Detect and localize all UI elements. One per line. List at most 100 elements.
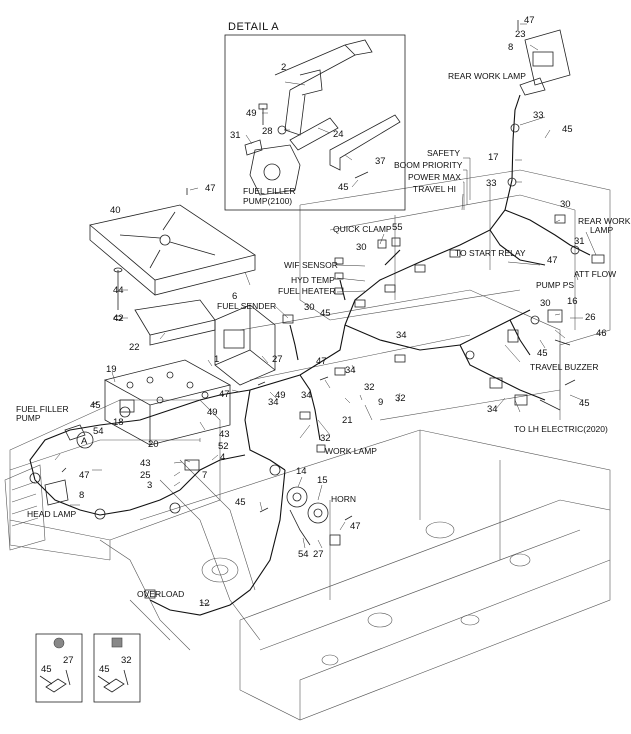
legend-part-45: 45	[41, 664, 52, 675]
part-45: 45	[579, 398, 590, 409]
detail-a-title: DETAIL A	[228, 21, 279, 33]
part-45: 45	[90, 400, 101, 411]
part-47: 47	[316, 356, 327, 367]
att-flow-label: ATT FLOW	[574, 269, 616, 279]
part-55: 55	[392, 222, 403, 233]
battery-pack	[103, 359, 232, 446]
part-47: 47	[205, 183, 216, 194]
to-start-relay-label: TO START RELAY	[455, 248, 526, 258]
part-18: 18	[113, 417, 124, 428]
part-47: 47	[524, 15, 535, 26]
part-30: 30	[304, 302, 315, 313]
part-21: 21	[342, 415, 353, 426]
part-34: 34	[301, 390, 312, 401]
part-30: 30	[356, 242, 367, 253]
detail-a-callout-circle	[76, 431, 94, 449]
part-31: 31	[574, 236, 585, 247]
fuel-filler-pump-2100-label-1: FUEL FILLER	[243, 186, 296, 196]
legend-part-32: 32	[121, 655, 132, 666]
part-43: 43	[140, 458, 151, 469]
horn-label: HORN	[331, 494, 356, 504]
part-32: 32	[364, 382, 375, 393]
part-49: 49	[275, 390, 286, 401]
part-7: 7	[202, 470, 207, 481]
console-cover	[89, 204, 256, 296]
small-components	[61, 20, 605, 599]
part-1: 1	[214, 354, 219, 365]
part-45: 45	[537, 348, 548, 359]
fuel-filler-pump-label-2: PUMP	[16, 413, 41, 423]
part-47: 47	[79, 470, 90, 481]
part-34: 34	[268, 397, 279, 408]
part-9: 9	[378, 397, 383, 408]
rear-work-lamp-unit	[519, 29, 571, 96]
legend-part-27: 27	[63, 655, 74, 666]
detail-a-panel: DETAIL A FUEL FILLER PUMP(2100)	[224, 21, 406, 211]
part-45: 45	[235, 497, 246, 508]
detail-a-callout-letter: A	[81, 436, 88, 447]
part-47: 47	[219, 389, 230, 400]
hyd-temp-label: HYD TEMP	[291, 275, 335, 285]
part-33: 33	[486, 178, 497, 189]
part-27: 27	[313, 549, 324, 560]
part-34: 34	[345, 365, 356, 376]
work-lamp-label: WORK LAMP	[325, 446, 377, 456]
part-27: 27	[272, 354, 283, 365]
part-42: 42	[113, 313, 124, 324]
part-47: 47	[350, 521, 361, 532]
leader-lines	[54, 23, 597, 606]
part-52: 52	[218, 441, 229, 452]
part-8: 8	[508, 42, 513, 53]
part-43: 43	[219, 429, 230, 440]
part-2: 2	[281, 62, 286, 73]
fuel-filler-pump-label-1: FUEL FILLER	[16, 404, 69, 414]
legend-round-clamp: 45 27	[35, 633, 83, 703]
part-16: 16	[567, 296, 578, 307]
travel-hi-label: TRAVEL HI	[413, 184, 456, 194]
travel-buzzer-label: TRAVEL BUZZER	[530, 362, 598, 372]
battery-bracket	[134, 299, 216, 346]
part-34: 34	[396, 330, 407, 341]
legend-square-clamp: 45 32	[93, 633, 141, 703]
part-34: 34	[487, 404, 498, 415]
legend-part-45: 45	[99, 664, 110, 675]
wif-sensor-label: WIF SENSOR	[284, 260, 338, 270]
part-37: 37	[375, 156, 386, 167]
part-25: 25	[140, 470, 151, 481]
part-49: 49	[207, 407, 218, 418]
part-numbers: 2 49 28 24 31 37 45 47 23 8 33 45 17 33 …	[79, 15, 607, 609]
part-46: 46	[596, 328, 607, 339]
horn-pair	[286, 486, 329, 546]
part-31: 31	[230, 130, 241, 141]
part-24: 24	[333, 129, 344, 140]
part-40: 40	[110, 205, 121, 216]
part-14: 14	[296, 466, 307, 477]
pump-ps-label: PUMP PS	[536, 280, 574, 290]
part-20: 20	[148, 439, 159, 450]
quick-clamp-label: QUICK CLAMP	[333, 224, 392, 234]
to-lh-electric-label: TO LH ELECTRIC(2020)	[514, 424, 608, 434]
fuel-filler-pump-box	[64, 424, 86, 441]
rear-work-lamp-side-label-2: LAMP	[590, 225, 613, 235]
part-30: 30	[540, 298, 551, 309]
power-max-label: POWER MAX	[408, 172, 461, 182]
overload-label: OVERLOAD	[137, 589, 184, 599]
fuel-filler-pump-2100-label-2: PUMP(2100)	[243, 196, 292, 206]
rear-work-lamp-label: REAR WORK LAMP	[448, 71, 526, 81]
part-23: 23	[515, 29, 526, 40]
fuel-heater-label: FUEL HEATER	[278, 286, 336, 296]
part-54: 54	[298, 549, 309, 560]
part-8: 8	[79, 490, 84, 501]
part-15: 15	[317, 475, 328, 486]
part-3: 3	[147, 480, 152, 491]
part-49: 49	[246, 108, 257, 119]
ecu-controller	[214, 304, 276, 386]
part-26: 26	[585, 312, 596, 323]
callout-labels: REAR WORK LAMP SAFETY BOOM PRIORITY POWE…	[16, 71, 631, 599]
head-lamp-label: HEAD LAMP	[27, 509, 76, 519]
part-17: 17	[488, 152, 499, 163]
part-6: 6	[232, 291, 237, 302]
boom-priority-label: BOOM PRIORITY	[394, 160, 463, 170]
safety-label: SAFETY	[427, 148, 460, 158]
